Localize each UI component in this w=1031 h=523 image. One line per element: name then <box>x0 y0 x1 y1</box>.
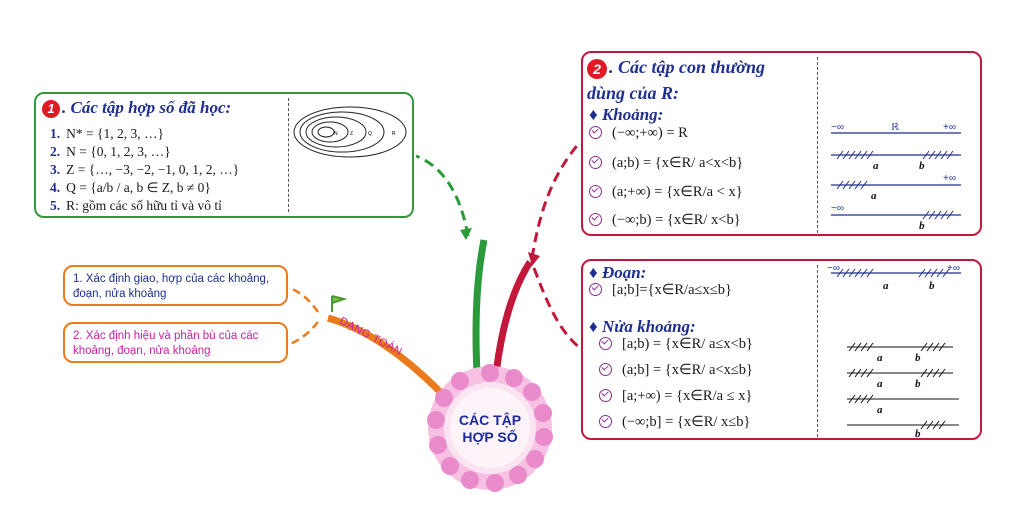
set-item-r: 5.R: gồm các số hữu tỉ và vô tỉ <box>50 198 222 213</box>
nua-row-3: [a;+∞) = {x∈R/a ≤ x} <box>599 388 752 405</box>
svg-text:a: a <box>871 190 877 202</box>
intervals-box[interactable]: 2. Các tập con thường dùng của R: ♦ Khoả… <box>581 51 982 236</box>
svg-text:+∞: +∞ <box>947 263 960 274</box>
set-item-nstar: 1.N* = {1, 2, 3, …} <box>50 126 164 141</box>
check-icon <box>589 213 602 227</box>
set-item-z: 3.Z = {…, −3, −2, −1, 0, 1, 2, …} <box>50 162 240 177</box>
check-icon <box>599 389 612 403</box>
svg-text:a: a <box>877 352 883 364</box>
svg-text:+∞: +∞ <box>943 173 956 184</box>
svg-text:−∞: −∞ <box>831 203 844 214</box>
khoang-heading: ♦ Khoảng: <box>589 105 664 124</box>
khoang-row-1: (−∞;+∞) = R <box>589 125 688 142</box>
orange-connector-1 <box>289 286 320 313</box>
badge-2: 2 <box>587 58 607 79</box>
red-connector-bottom <box>532 267 581 350</box>
center-flower <box>427 364 553 492</box>
svg-text:a: a <box>877 378 883 390</box>
subsets-title-line1: 2. Các tập con thường <box>587 57 765 79</box>
central-topic-line2: HỢP SỐ <box>462 429 518 445</box>
svg-text:b: b <box>915 428 921 437</box>
orange-branch <box>327 314 451 403</box>
doan-heading: ♦ Đoạn: <box>589 263 647 282</box>
svg-text:b: b <box>919 160 925 172</box>
svg-text:+∞: +∞ <box>943 123 956 133</box>
check-icon <box>599 363 612 377</box>
check-icon <box>589 185 602 199</box>
svg-text:b: b <box>919 220 925 232</box>
nua-khoang-heading: ♦ Nửa khoảng: <box>589 317 696 336</box>
svg-text:N: N <box>334 131 338 137</box>
divider <box>817 265 818 437</box>
doan-row-1: [a;b]={x∈R/a≤x≤b} <box>589 282 732 299</box>
check-icon <box>599 415 612 429</box>
khoang-row-2: (a;b) = {x∈R/ a<x<b} <box>589 155 743 172</box>
check-icon <box>589 283 602 297</box>
svg-text:a: a <box>873 160 879 172</box>
task-difference-complement[interactable]: 2. Xác định hiệu và phần bù của các khoả… <box>63 322 288 363</box>
red-arrow <box>528 252 540 266</box>
red-connector-top <box>530 141 582 259</box>
divider <box>288 98 289 212</box>
task-intersection-union[interactable]: 1. Xác định giao, hợp của các khoảng, đo… <box>63 265 288 306</box>
flag-icon <box>331 295 348 312</box>
set-item-q: 4.Q = {a/b / a, b ∈ Z, b ≠ 0} <box>50 180 211 195</box>
svg-text:Q: Q <box>368 131 372 137</box>
svg-text:−∞: −∞ <box>827 263 840 274</box>
khoang-number-lines: −∞ ℝ +∞ a b +∞ a −∞ b <box>831 123 961 232</box>
svg-text:a: a <box>877 404 883 416</box>
subsets-title-line2: dùng của R: <box>587 83 680 103</box>
svg-text:−∞: −∞ <box>831 123 844 133</box>
green-connector-dashed <box>415 154 470 237</box>
central-topic[interactable]: CÁC TẬP HỢP SỐ <box>440 412 540 446</box>
check-icon <box>589 126 602 140</box>
svg-text:b: b <box>929 280 935 292</box>
number-sets-title: 1. Các tập hợp số đã học: <box>42 98 232 119</box>
orange-connector-2 <box>289 321 319 346</box>
svg-text:Z: Z <box>350 131 353 137</box>
check-icon <box>589 156 602 170</box>
nua-row-4: (−∞;b] = {x∈R/ x≤b} <box>599 414 750 431</box>
set-item-n: 2.N = {0, 1, 2, 3, …} <box>50 144 171 159</box>
number-sets-box[interactable]: 1. Các tập hợp số đã học: 1.N* = {1, 2, … <box>34 92 414 218</box>
khoang-row-3: (a;+∞) = {x∈R/a < x} <box>589 184 743 201</box>
svg-text:b: b <box>915 378 921 390</box>
green-arrow <box>460 228 472 240</box>
nua-row-2: (a;b] = {x∈R/ a<x≤b} <box>599 362 753 379</box>
svg-text:ℝ: ℝ <box>891 123 899 133</box>
central-topic-line1: CÁC TẬP <box>458 412 522 428</box>
svg-text:a: a <box>883 280 889 292</box>
number-sets-title-text: . Các tập hợp số đã học: <box>62 98 232 117</box>
svg-text:b: b <box>915 352 921 364</box>
nested-sets-diagram: N Z Q R <box>293 106 407 158</box>
nua-row-1: [a;b) = {x∈R/ a≤x<b} <box>599 336 753 353</box>
badge-1: 1 <box>42 100 60 119</box>
khoang-row-4: (−∞;b) = {x∈R/ x<b} <box>589 212 741 229</box>
check-icon <box>599 337 612 351</box>
divider <box>817 57 818 233</box>
doan-nua-number-lines: −∞ +∞ a b a b a b a b <box>827 263 961 437</box>
svg-text:R: R <box>392 131 396 137</box>
segments-box[interactable]: ♦ Đoạn: [a;b]={x∈R/a≤x≤b} ♦ Nửa khoảng: … <box>581 259 982 440</box>
